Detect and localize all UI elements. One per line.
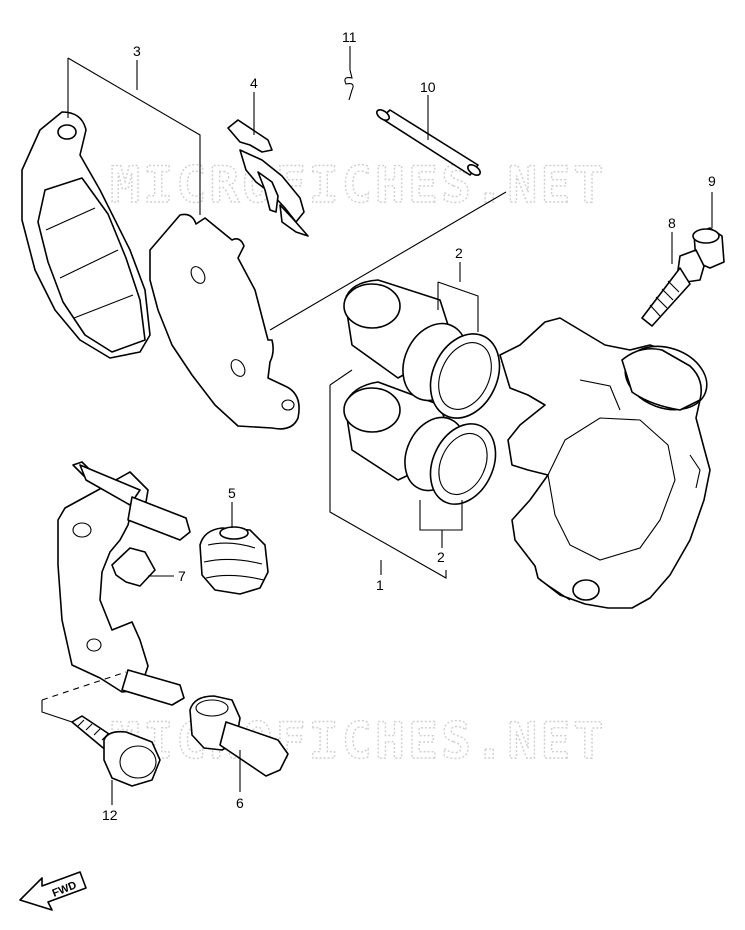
part-slide-pin xyxy=(189,695,289,777)
part-clip xyxy=(344,69,354,101)
watermark-top: MICROFICHES.NET xyxy=(110,156,607,214)
part-dust-boot xyxy=(199,526,269,595)
part-caliper-bracket xyxy=(57,461,191,706)
part-pad-spring xyxy=(227,119,309,237)
callout-2-upper: 2 xyxy=(455,245,463,261)
part-brake-pad-rear xyxy=(21,111,151,359)
part-caliper-body xyxy=(499,317,711,609)
callout-2-lower: 2 xyxy=(437,549,445,565)
leader-lines xyxy=(41,46,713,805)
callout-11: 11 xyxy=(342,29,357,45)
part-piston-seals-lower xyxy=(404,416,497,505)
callout-4: 4 xyxy=(250,75,258,91)
callout-12: 12 xyxy=(102,807,118,823)
callout-6: 6 xyxy=(236,795,244,811)
part-pad-pin xyxy=(376,109,481,176)
callout-10: 10 xyxy=(420,79,436,95)
part-piston-seals-upper xyxy=(402,322,501,419)
part-brake-pad-front xyxy=(149,213,300,430)
fwd-badge: FWD xyxy=(19,871,87,911)
part-mounting-bolt xyxy=(71,715,161,787)
callout-8: 8 xyxy=(668,215,676,231)
callout-5: 5 xyxy=(228,485,236,501)
fwd-arrow-icon xyxy=(19,871,87,911)
part-bleeder-valve xyxy=(641,249,705,327)
callout-7: 7 xyxy=(178,568,186,584)
part-bracket-spring xyxy=(111,547,156,587)
part-bleeder-cap xyxy=(692,227,725,269)
callout-9: 9 xyxy=(708,173,716,189)
watermark-bottom: MICROFICHES.NET xyxy=(110,712,607,770)
callout-3: 3 xyxy=(133,43,141,59)
callout-1: 1 xyxy=(376,577,384,593)
